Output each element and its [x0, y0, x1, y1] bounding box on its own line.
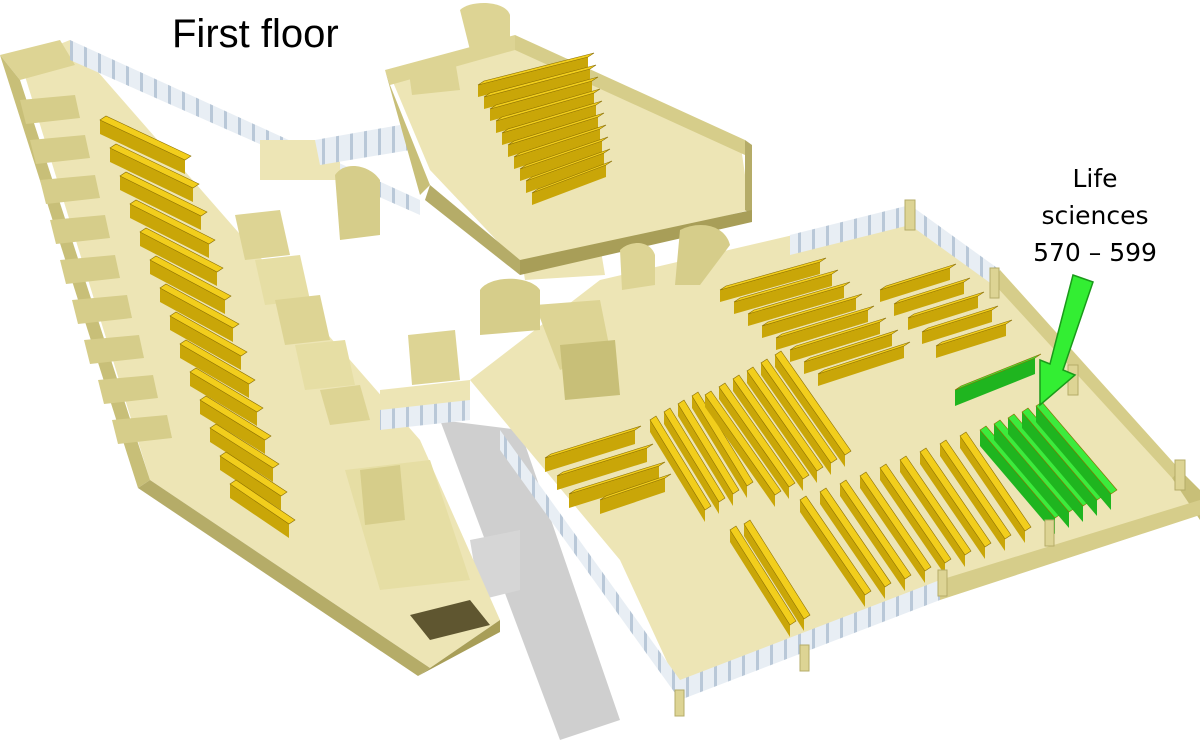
- shelf: [501, 100, 603, 145]
- shelf: [556, 443, 654, 490]
- shelf: [544, 425, 642, 472]
- shelf: [649, 415, 712, 522]
- shelf: [939, 439, 1012, 551]
- shelf: [169, 311, 248, 370]
- southeast-wing-shelves: [544, 257, 1032, 637]
- shelf: [743, 519, 811, 631]
- shelf: [921, 305, 999, 344]
- shelf: [159, 283, 240, 342]
- shelf: [899, 455, 972, 567]
- shelf: [704, 390, 782, 507]
- shelf: [799, 495, 872, 607]
- shelf: [935, 319, 1013, 358]
- shelf: [519, 136, 609, 181]
- shelf: [99, 115, 192, 174]
- shelf: [229, 479, 296, 538]
- shelf: [507, 112, 605, 157]
- columns: [674, 199, 1186, 717]
- life-sciences-shelf: [954, 353, 1042, 406]
- highlight-arrow: [1039, 274, 1094, 407]
- shelf: [879, 263, 957, 302]
- shelf: [879, 463, 952, 575]
- shelf: [775, 305, 875, 350]
- callout-line-2: sciences: [1041, 201, 1149, 230]
- shelf: [179, 339, 256, 398]
- shelf: [746, 366, 824, 483]
- shelf: [859, 471, 932, 583]
- shelf: [919, 447, 992, 559]
- shelf: [189, 367, 264, 426]
- shelf: [219, 451, 288, 510]
- life-sciences-shelves: [954, 353, 1118, 534]
- shelf: [691, 391, 754, 498]
- shelf: [568, 461, 666, 508]
- shelf: [129, 199, 216, 258]
- shelf: [149, 255, 232, 314]
- shelf: [477, 52, 595, 97]
- shelf: [774, 350, 852, 467]
- shelf: [959, 431, 1032, 543]
- shelf: [525, 148, 611, 193]
- shelf: [531, 160, 613, 205]
- shelf: [489, 76, 599, 121]
- shelf: [760, 358, 838, 475]
- shelf: [907, 291, 985, 330]
- shelf: [209, 423, 280, 482]
- shelf: [729, 525, 797, 637]
- shelf: [732, 374, 810, 491]
- shelf: [663, 407, 726, 514]
- shelf: [139, 227, 224, 286]
- floor-title: First floor: [172, 12, 339, 56]
- shelf: [513, 124, 607, 169]
- shelf: [839, 479, 912, 591]
- north-building-shelves: [477, 52, 613, 205]
- shelf: [803, 329, 899, 374]
- shelf: [761, 293, 863, 338]
- shelf: [495, 88, 601, 133]
- shelf: [718, 382, 796, 499]
- shelf: [677, 399, 740, 506]
- shelf: [819, 487, 892, 599]
- shelf: [719, 257, 827, 302]
- callout-line-1: Life: [1072, 164, 1118, 193]
- shelf: [733, 269, 839, 314]
- shelf: [483, 64, 597, 109]
- shelf: [109, 143, 200, 202]
- shelf: [599, 473, 672, 514]
- glass-walkways: [315, 125, 605, 430]
- shelf: [199, 395, 272, 454]
- life-sciences-callout: Life sciences 570 – 599: [1010, 160, 1180, 271]
- shelf: [747, 281, 851, 326]
- shelf: [893, 277, 971, 316]
- callout-line-3: 570 – 599: [1033, 238, 1157, 267]
- shelf: [119, 171, 208, 230]
- shelf: [789, 317, 887, 362]
- left-wing-shelves: [99, 115, 296, 538]
- shelf: [817, 341, 911, 386]
